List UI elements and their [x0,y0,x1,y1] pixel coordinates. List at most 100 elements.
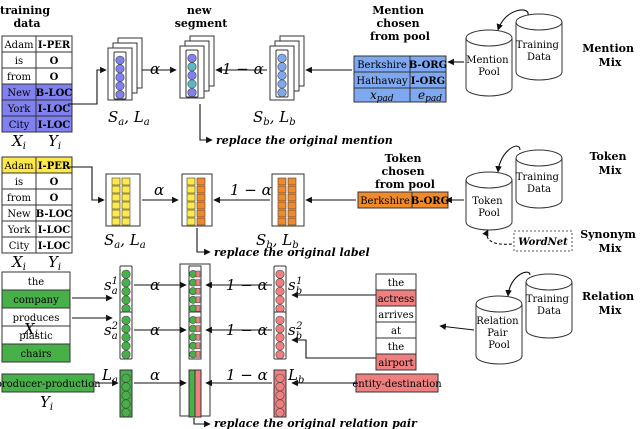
embedding-unit [189,333,197,342]
table-y-label: Yi [48,253,61,273]
relation-new-col2 [188,311,202,360]
token-unit [111,217,121,226]
embedding-unit [277,70,287,80]
table-word: City [9,241,30,252]
token-one-minus-alpha: 1 − α [230,181,272,199]
table-word: from [7,72,32,83]
token-sa-la: Sa, La [104,231,146,251]
mention-replace-note: replace the original mention [216,134,393,147]
word-cell [1,343,71,363]
token-unit [277,209,287,218]
word-text: chairs [20,349,51,360]
relation-pool-cylinder: Relation Pair Pool [475,295,523,365]
embedding-unit [115,72,125,82]
table-tag: I-LOC [38,225,71,236]
token-unit [277,201,287,210]
table-tag: B-LOC [36,88,73,99]
table-x-label: Xi [11,253,26,273]
embedding-unit [187,53,197,63]
wordnet-box [513,230,573,252]
table-x-label: Xi [11,132,26,152]
embedding-unit [275,399,285,409]
embedding-unit [275,278,285,288]
token-unit [196,201,206,210]
embedding-unit [189,350,197,359]
token-unit [196,177,206,186]
token-unit [287,217,297,226]
table-cell-tag [35,236,73,254]
mention-pool-cylinder: Mention Pool [465,29,513,97]
embedding-unit [275,373,285,383]
embedding-unit [189,270,197,278]
token-unit [277,177,287,186]
word-text: at [391,326,401,337]
relation-sa2-column [119,311,133,360]
relation-replace-note: replace the original relation pair [214,417,418,429]
token-unit [277,193,287,202]
word-text: actress [378,294,415,305]
token-unit [287,193,297,202]
relation-sb1-column [273,265,287,314]
token-unit [287,185,297,194]
mention-one-minus-alpha: 1 − α [222,60,264,78]
wordnet-label: WordNet [518,237,568,248]
embedding-unit [187,70,197,80]
token-unit [277,185,287,194]
relation-sb2-column [273,311,287,360]
embedding-unit [275,295,285,305]
embedding-unit [121,278,131,288]
relation-alpha-3: α [150,366,160,384]
table-word: City [9,120,30,131]
embedding-unit [121,350,131,360]
embedding-unit [275,286,285,296]
token-unit [287,177,297,186]
token-pool-cylinder: Token Pool [465,171,513,231]
mention-mix-label: Mention Mix [582,42,638,69]
relation-left-label: producer-production [0,379,101,390]
relation-right-label: entity-destination [352,379,442,390]
relation-sa1-column [119,265,133,314]
embedding-unit [121,373,131,383]
word-text: produces [13,313,60,324]
table-y-label: Yi [48,132,61,152]
mention-sb-stack [269,35,305,101]
relation-lb-column [273,369,287,418]
embedding-unit [121,341,131,351]
token-unit [111,201,121,210]
svg-text:Training Data: Training Data [516,172,562,195]
embedding-unit [277,62,287,72]
embedding-unit [189,316,197,324]
word-text: the [388,342,404,353]
pad-x: xpad [370,88,394,104]
embedding-unit [121,408,131,418]
relation-new-label-col [188,369,202,418]
embedding-unit [121,382,131,392]
mention-alpha: α [150,60,160,78]
word-text: the [388,278,404,289]
embedding-unit [189,287,197,296]
embedding-unit [275,341,285,351]
embedding-unit [275,332,285,342]
embedding-unit [121,390,131,400]
token-unit [186,209,196,218]
relation-left-label-box [1,373,95,393]
table-word: Adam [3,161,34,172]
table-tag: I-PER [38,40,71,51]
embedding-unit [189,278,197,287]
embedding-unit [275,350,285,360]
relation-left-y: Yi [40,393,53,413]
svg-text:Relation Pair: Relation Pair Pool [476,316,521,351]
token-unit [121,177,131,186]
word-text: airport [378,358,413,369]
embedding-unit [275,408,285,418]
table-word: Adam [3,40,34,51]
relation-la-column [119,369,133,418]
svg-text:Mention Pool: Mention Pool [466,55,511,78]
